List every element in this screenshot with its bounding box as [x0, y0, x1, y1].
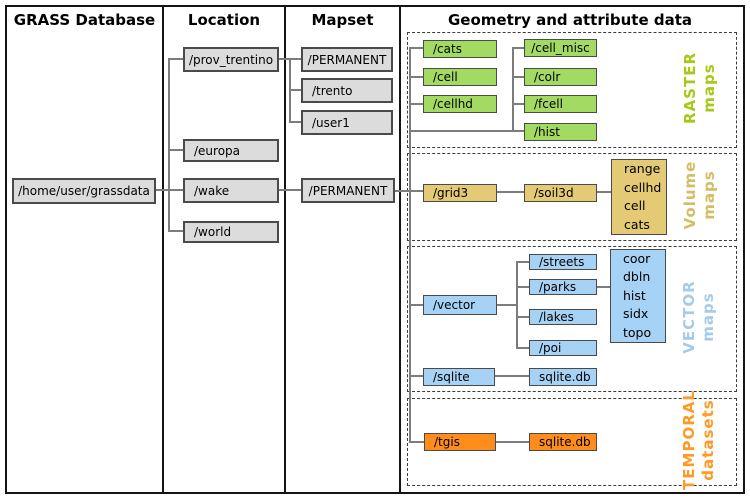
connector: [289, 89, 301, 91]
temporal-datasets-label-line2: datasets: [699, 399, 717, 481]
vector-section: [407, 246, 737, 392]
raster-section: [407, 32, 737, 148]
volume-attr-cell: cell: [624, 198, 646, 213]
connector: [409, 304, 423, 306]
node-vector-lakes: /lakes: [529, 309, 597, 325]
node-vector-sqlite-db: sqlite.db: [529, 368, 597, 386]
volume-attr-range: range: [624, 161, 661, 176]
vector-maps-label: VECTOR maps: [680, 257, 720, 377]
node-raster-cats: /cats: [423, 40, 497, 58]
connector: [168, 58, 183, 60]
volume-maps-label-line1: Volume: [681, 160, 699, 230]
node-location-prov-trentino: /prov_trentino: [183, 47, 279, 72]
node-raster-cell: /cell: [423, 68, 497, 86]
connector: [168, 58, 170, 232]
connector: [409, 47, 411, 443]
connector: [516, 261, 518, 349]
node-raster-hist: /hist: [524, 123, 597, 141]
connector: [512, 47, 524, 49]
connector: [409, 47, 423, 49]
connector: [516, 261, 529, 263]
connector: [512, 103, 524, 105]
column-header-geometry: Geometry and attribute data: [447, 11, 693, 29]
connector: [516, 316, 529, 318]
node-mapset-permanent-trentino: /PERMANENT: [301, 47, 393, 72]
volume-attributes-box: range cellhd cell cats: [611, 159, 667, 235]
node-vector-poi: /poi: [529, 340, 597, 356]
volume-attr-cellhd: cellhd: [624, 179, 662, 195]
node-mapset-permanent-wake: /PERMANENT: [301, 178, 395, 203]
connector: [516, 286, 529, 288]
node-location-europa: /europa: [183, 139, 279, 162]
node-volume-grid3: /grid3: [423, 184, 497, 202]
vector-maps-label-line2: maps: [699, 292, 717, 342]
node-raster-fcell: /fcell: [524, 95, 597, 113]
connector: [497, 191, 524, 193]
volume-maps-label: Volume maps: [681, 135, 721, 255]
volume-section: [407, 153, 737, 241]
connector: [496, 441, 529, 443]
connector: [495, 375, 529, 377]
column-divider: [162, 5, 164, 494]
temporal-section: [407, 398, 737, 486]
node-vector-root: /vector: [423, 295, 497, 315]
connector: [409, 76, 423, 78]
connector: [409, 375, 423, 377]
node-raster-colr: /colr: [524, 68, 597, 86]
node-vector-parks: /parks: [529, 279, 597, 295]
column-divider: [399, 5, 401, 494]
temporal-datasets-label-line1: TEMPORAL: [680, 390, 698, 490]
temporal-datasets-label: TEMPORAL datasets: [680, 380, 720, 500]
volume-maps-label-line2: maps: [700, 170, 718, 220]
node-temporal-tgis: /tgis: [424, 433, 496, 451]
column-header-mapset: Mapset: [311, 11, 374, 29]
raster-maps-label-line1: RASTER: [681, 52, 699, 124]
node-location-wake: /wake: [183, 178, 279, 203]
connector: [497, 304, 517, 306]
volume-attr-cats: cats: [624, 216, 650, 232]
vector-attr-topo: topo: [623, 324, 652, 340]
node-vector-sqlite: /sqlite: [423, 368, 495, 386]
raster-maps-label: RASTER maps: [681, 28, 721, 148]
column-header-location: Location: [187, 11, 261, 29]
node-raster-cell-misc: /cell_misc: [524, 39, 597, 57]
node-mapset-user1: /user1: [301, 110, 393, 135]
connector: [512, 47, 514, 132]
node-raster-cellhd: /cellhd: [423, 95, 497, 113]
connector: [289, 121, 301, 123]
node-volume-soil3d: /soil3d: [524, 184, 597, 202]
node-mapset-trento: /trento: [301, 78, 393, 103]
connector: [409, 441, 424, 443]
node-temporal-sqlite-db: sqlite.db: [529, 433, 597, 451]
connector: [597, 191, 611, 193]
raster-maps-label-line2: maps: [700, 63, 718, 113]
outer-frame: [5, 5, 745, 494]
connector: [168, 149, 183, 151]
connector: [409, 103, 423, 105]
connector: [512, 76, 524, 78]
connector: [516, 347, 529, 349]
connector: [279, 189, 301, 191]
vector-attr-coor: coor: [623, 250, 651, 266]
vector-attributes-box: coor dbln hist sidx topo: [610, 249, 666, 343]
vector-attr-dbln: dbln: [623, 269, 651, 285]
connector: [409, 130, 524, 132]
connector: [597, 286, 610, 288]
column-header-grass-database: GRASS Database: [13, 11, 156, 29]
vector-maps-label-line1: VECTOR: [680, 280, 698, 354]
node-grassdata-path: /home/user/grassdata: [12, 178, 156, 204]
node-vector-streets: /streets: [529, 254, 597, 270]
column-divider: [284, 5, 286, 494]
node-location-world: /world: [183, 221, 279, 243]
vector-attr-hist: hist: [623, 287, 646, 303]
vector-attr-sidx: sidx: [623, 306, 649, 322]
connector: [168, 230, 183, 232]
